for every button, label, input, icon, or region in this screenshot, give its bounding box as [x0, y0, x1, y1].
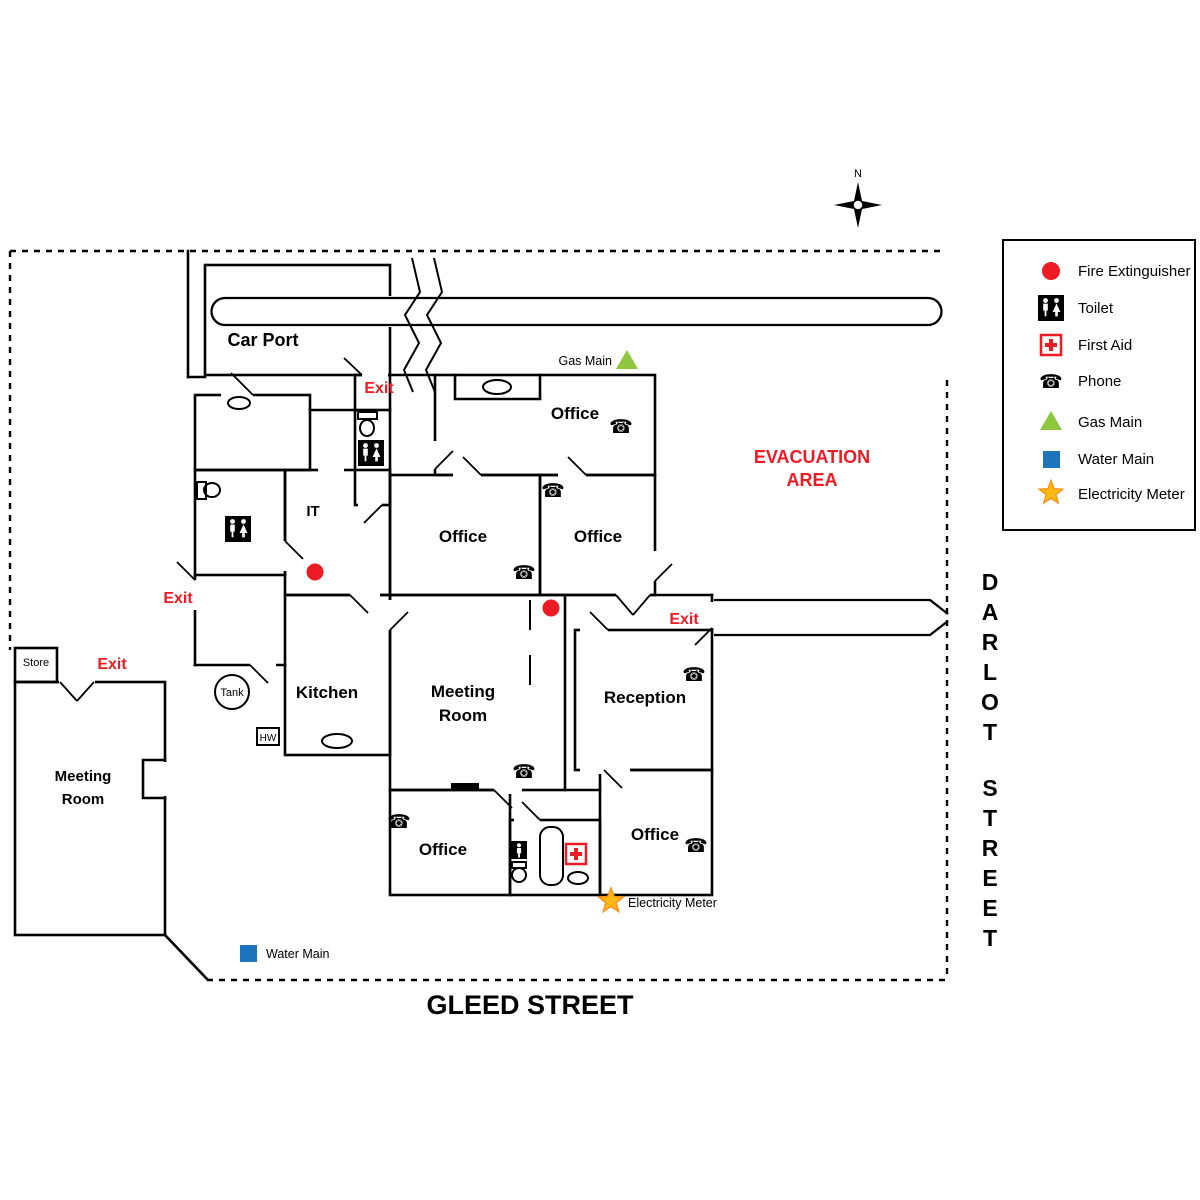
- fire-extinguisher-icon: [306, 563, 324, 581]
- kitchen-sink: [321, 733, 353, 749]
- room-label-meeting-line1: Meeting: [431, 682, 495, 701]
- kitchen-room: [283, 593, 392, 757]
- electricity-meter-label: Electricity Meter: [628, 896, 717, 910]
- phone-icon: ☎: [609, 417, 633, 438]
- fire-extinguisher-icon: [1042, 262, 1060, 280]
- exit-label-west-building: Exit: [97, 656, 127, 673]
- toilet-icon: [511, 841, 527, 859]
- fire-extinguisher-icon: [542, 599, 560, 617]
- first-aid-icon: [564, 842, 588, 866]
- toilet-icon: [358, 440, 384, 466]
- basin: [482, 379, 512, 395]
- west-building: [13, 646, 209, 981]
- gas-main-label: Gas Main: [559, 354, 613, 368]
- water-main-icon: [240, 945, 257, 962]
- toilet-icon: [225, 516, 251, 542]
- legend-label-phone: Phone: [1078, 373, 1121, 390]
- plan-markers: ☎ ☎ ☎ ☎ ☎ ☎ ☎ Gas Main Electricity Meter…: [225, 350, 717, 962]
- room-label-office-top: Office: [551, 404, 599, 423]
- exit-labels: Exit Exit Exit Exit: [97, 380, 699, 673]
- it-room: [283, 468, 392, 597]
- room-labels: Office Office Office Office Office IT Ki…: [23, 404, 686, 859]
- room-label-office-bottom-left: Office: [419, 840, 467, 859]
- legend-label-electricity-meter: Electricity Meter: [1078, 486, 1185, 503]
- gas-main-icon: [1040, 411, 1062, 430]
- bath-tub: [539, 826, 564, 886]
- electricity-meter-icon: [597, 887, 625, 913]
- solid-wall-segment: [451, 783, 479, 791]
- office-bottom-right-room: [598, 768, 714, 897]
- room-label-it: IT: [306, 503, 319, 520]
- label-hot-water: HW: [260, 733, 277, 744]
- room-label-meeting-west-line2: Room: [62, 791, 105, 808]
- water-main-label: Water Main: [266, 947, 329, 961]
- label-tank: Tank: [220, 687, 244, 699]
- toilet-fixture: [196, 481, 207, 500]
- east-exit-driveway: [714, 598, 949, 637]
- phone-icon: ☎: [1039, 372, 1063, 393]
- street-label-gleed: GLEED STREET: [426, 990, 634, 1020]
- phone-icon: ☎: [682, 665, 706, 686]
- room-label-kitchen: Kitchen: [296, 683, 358, 702]
- toilet-icon: [1038, 295, 1064, 321]
- evacuation-area-line2: AREA: [786, 470, 837, 490]
- evacuation-area-line1: EVACUATION: [754, 447, 870, 467]
- car-port-room: [203, 263, 392, 377]
- exit-label-east: Exit: [669, 611, 699, 628]
- water-main-icon: [1043, 451, 1060, 468]
- water-tank: [214, 674, 250, 710]
- room-label-store: Store: [23, 657, 49, 669]
- evacuation-area: EVACUATION AREA: [754, 447, 870, 490]
- legend-box: [1002, 239, 1196, 531]
- legend-label-fire-extinguisher: Fire Extinguisher: [1078, 263, 1191, 280]
- driveway-break-mark: [402, 257, 422, 393]
- basin: [567, 871, 589, 885]
- room-label-meeting-west-line1: Meeting: [55, 768, 112, 785]
- room-label-office-mid-right: Office: [574, 527, 622, 546]
- phone-icon: ☎: [512, 563, 536, 584]
- property-boundary: [8, 249, 949, 982]
- gas-main-icon: [616, 350, 638, 369]
- compass-north-label: N: [854, 168, 862, 180]
- exit-label-top: Exit: [364, 380, 394, 397]
- legend-label-toilet: Toilet: [1078, 300, 1114, 317]
- office-top-alcove: [453, 373, 542, 401]
- meeting-room-west: [13, 680, 167, 937]
- legend: Fire Extinguisher Toilet First Aid ☎ Pho…: [1002, 239, 1196, 531]
- legend-label-gas-main: Gas Main: [1078, 414, 1142, 431]
- exit-label-west: Exit: [163, 590, 193, 607]
- phone-icon: ☎: [512, 762, 536, 783]
- hot-water-unit: [256, 727, 280, 746]
- main-building: [176, 357, 716, 897]
- first-aid-icon: [1039, 333, 1063, 357]
- basin: [227, 396, 251, 410]
- compass: N: [834, 168, 882, 228]
- legend-label-water-main: Water Main: [1078, 451, 1154, 468]
- room-label-reception: Reception: [604, 688, 686, 707]
- room-label-office-mid-left: Office: [439, 527, 487, 546]
- phone-icon: ☎: [541, 481, 565, 502]
- legend-label-first-aid: First Aid: [1078, 337, 1132, 354]
- phone-icon: ☎: [387, 812, 411, 833]
- room-label-car-port: Car Port: [227, 330, 298, 350]
- toilet-fixture: [357, 411, 378, 420]
- phone-icon: ☎: [684, 836, 708, 857]
- alcove: [141, 758, 167, 800]
- room-label-office-bottom-right: Office: [631, 825, 679, 844]
- storage-room: [193, 393, 312, 472]
- car-port-and-driveway: Car Port: [186, 249, 943, 393]
- room-label-meeting-line2: Room: [439, 706, 487, 725]
